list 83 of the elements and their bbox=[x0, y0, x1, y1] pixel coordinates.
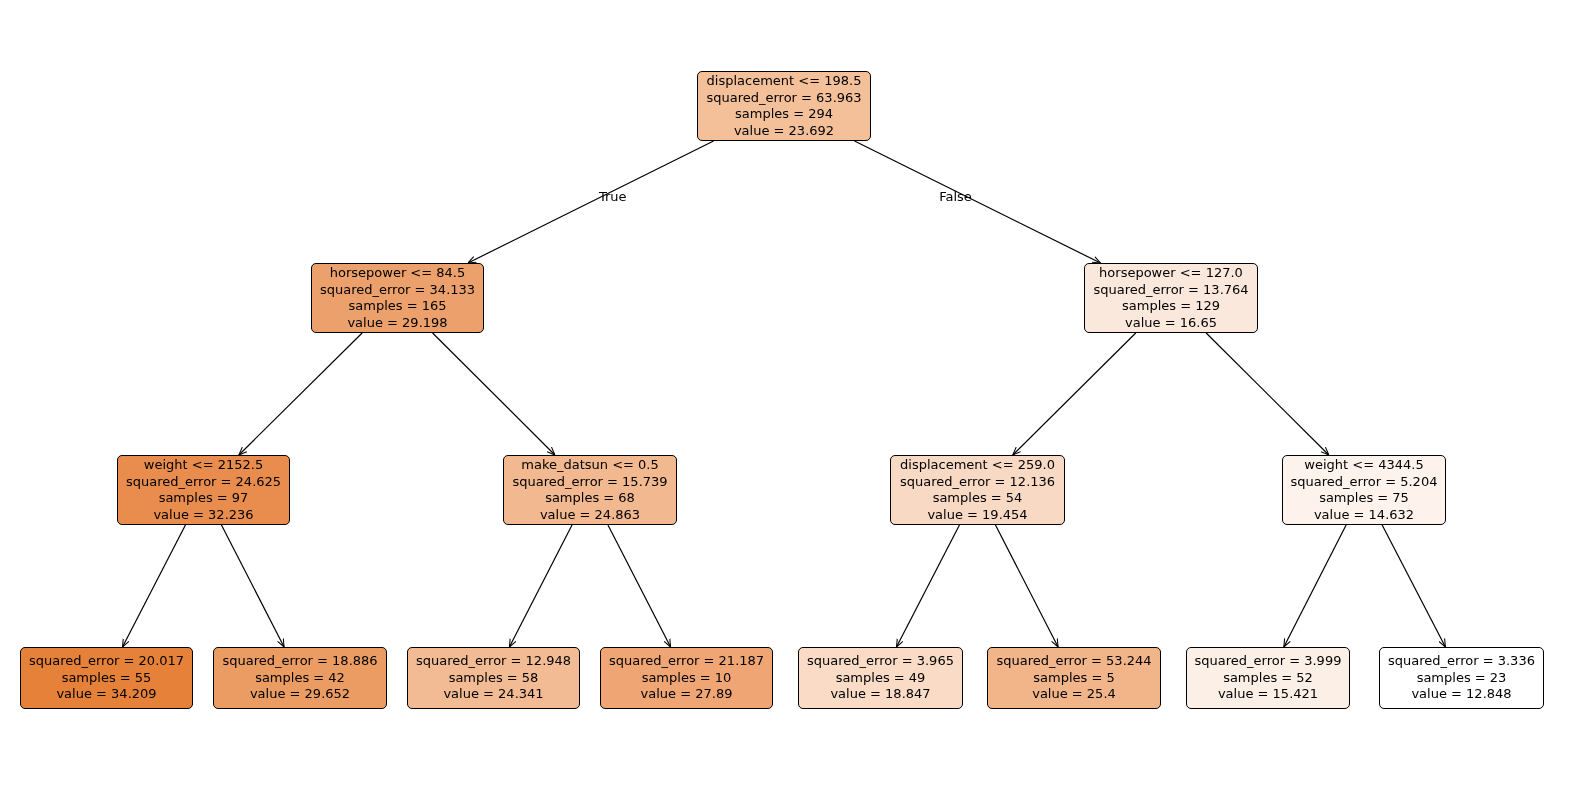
arrow bbox=[121, 524, 187, 648]
node-text: samples = 54 bbox=[932, 490, 1023, 507]
node-text: value = 23.692 bbox=[733, 122, 835, 139]
edge-label: False bbox=[939, 188, 972, 204]
node-text: value = 34.209 bbox=[56, 686, 157, 703]
node-text: make_datsun <= 0.5 bbox=[521, 457, 659, 474]
node-text: value = 16.65 bbox=[1125, 314, 1217, 331]
node-text: samples = 23 bbox=[1416, 669, 1507, 687]
node-text: value = 25.4 bbox=[1032, 686, 1116, 703]
node-text: squared_error = 24.625 bbox=[125, 473, 282, 490]
tree-node-box bbox=[890, 455, 1065, 525]
tree-node-box bbox=[213, 647, 387, 709]
arrow bbox=[238, 332, 363, 456]
arrow bbox=[1205, 332, 1330, 456]
node-text: squared_error = 34.133 bbox=[319, 281, 476, 298]
tree-node-box bbox=[697, 71, 871, 141]
node-text: squared_error = 3.336 bbox=[1388, 653, 1535, 670]
node-text: value = 29.652 bbox=[249, 686, 351, 703]
node-text: samples = 75 bbox=[1319, 490, 1409, 507]
node-text: horsepower <= 84.5 bbox=[329, 265, 466, 282]
node-text: value = 32.236 bbox=[153, 506, 254, 523]
tree-node-box bbox=[407, 647, 580, 709]
node-text: horsepower <= 127.0 bbox=[1099, 265, 1243, 282]
node-text: samples = 97 bbox=[158, 490, 249, 507]
node-text: samples = 129 bbox=[1122, 298, 1220, 315]
arrow bbox=[467, 140, 715, 264]
arrow bbox=[1012, 332, 1137, 456]
node-text: squared_error = 3.999 bbox=[1194, 653, 1342, 670]
arrow bbox=[220, 524, 285, 648]
node-text: value = 24.341 bbox=[443, 686, 544, 703]
node-text: value = 24.863 bbox=[539, 506, 641, 523]
tree-node-box bbox=[798, 647, 963, 709]
node-text: samples = 165 bbox=[348, 298, 447, 315]
tree-node-box bbox=[1084, 263, 1258, 333]
node-text: value = 18.847 bbox=[830, 686, 931, 703]
node-text: value = 19.454 bbox=[927, 506, 1028, 523]
node-text: samples = 294 bbox=[735, 106, 833, 123]
node-text: squared_error = 21.187 bbox=[608, 653, 765, 670]
tree-node-box bbox=[20, 647, 193, 709]
arrow bbox=[508, 524, 573, 648]
tree-node-box bbox=[600, 647, 773, 709]
arrow bbox=[607, 524, 672, 648]
node-text: squared_error = 13.764 bbox=[1093, 281, 1249, 298]
node-text: weight <= 2152.5 bbox=[143, 457, 264, 474]
node-text: displacement <= 259.0 bbox=[900, 457, 1055, 474]
node-text: squared_error = 15.739 bbox=[512, 473, 668, 490]
node-text: samples = 68 bbox=[545, 490, 635, 507]
node-text: samples = 10 bbox=[641, 669, 732, 687]
node-text: samples = 49 bbox=[835, 669, 926, 687]
tree-node-box bbox=[117, 455, 290, 525]
node-text: samples = 58 bbox=[448, 669, 539, 687]
node-text: squared_error = 53.244 bbox=[996, 653, 1152, 670]
node-text: squared_error = 3.965 bbox=[807, 653, 954, 670]
edge-label: True bbox=[598, 188, 627, 204]
node-text: value = 15.421 bbox=[1217, 686, 1319, 703]
node-text: squared_error = 12.948 bbox=[415, 653, 572, 670]
node-text: samples = 5 bbox=[1033, 669, 1115, 687]
node-text: value = 27.89 bbox=[640, 686, 733, 703]
tree-node-box bbox=[1282, 455, 1446, 525]
arrow bbox=[853, 140, 1102, 264]
node-text: samples = 55 bbox=[61, 669, 152, 687]
tree-node-box bbox=[987, 647, 1161, 709]
node-text: squared_error = 12.136 bbox=[899, 473, 1056, 490]
arrow bbox=[432, 332, 556, 456]
arrow bbox=[1381, 524, 1446, 648]
node-text: value = 29.198 bbox=[347, 314, 448, 331]
node-text: squared_error = 18.886 bbox=[222, 653, 378, 670]
arrow bbox=[994, 524, 1059, 648]
tree-node-box bbox=[503, 455, 677, 525]
node-text: squared_error = 5.204 bbox=[1290, 473, 1438, 490]
node-text: value = 12.848 bbox=[1411, 686, 1512, 703]
node-text: squared_error = 63.963 bbox=[706, 89, 862, 106]
tree-node-box bbox=[311, 263, 484, 333]
tree-node-box bbox=[1186, 647, 1350, 709]
node-text: displacement <= 198.5 bbox=[706, 73, 862, 90]
node-text: weight <= 4344.5 bbox=[1304, 457, 1424, 474]
node-text: squared_error = 20.017 bbox=[28, 653, 185, 670]
arrow bbox=[895, 524, 961, 648]
arrow bbox=[1283, 524, 1347, 648]
node-text: value = 14.632 bbox=[1313, 506, 1415, 523]
tree-node-box bbox=[1379, 647, 1544, 709]
node-text: samples = 52 bbox=[1223, 669, 1313, 687]
node-text: samples = 42 bbox=[255, 669, 345, 687]
